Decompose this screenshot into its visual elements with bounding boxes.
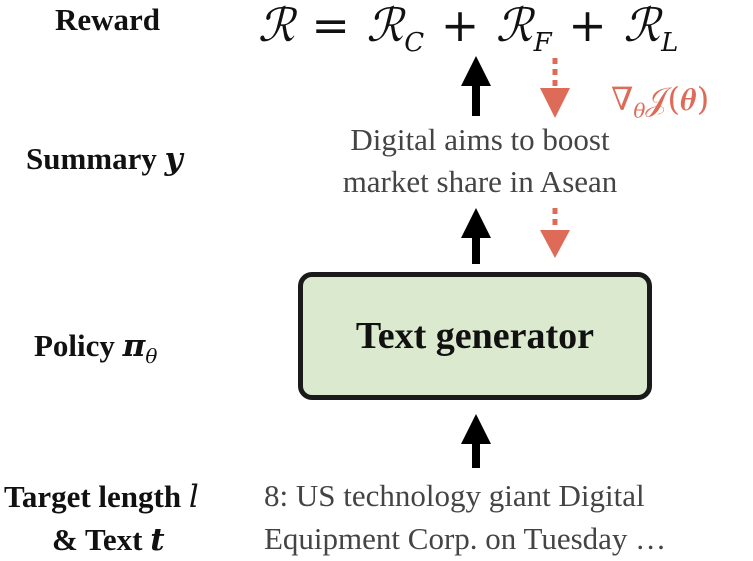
arrow-input-to-generator [461,414,491,468]
policy-label: Policy πθ [34,328,158,369]
input-text-line-2: Equipment Corp. on Tuesday … [264,521,667,556]
gradient-arrow-reward-to-summary [540,58,570,118]
text-variable: t [150,522,165,558]
summary-text-line-2: market share in Asean [342,164,618,199]
policy-subscript: θ [145,344,158,369]
summary-text-line-1: Digital aims to boost [350,122,610,157]
text-generator-label: Text generator [355,315,595,357]
arrow-generator-to-summary [461,208,491,264]
text-generator-box: Text generator [298,272,652,400]
reward-formula: ℛ = ℛC + ℛF + ℛL [258,0,680,59]
reward-label: Reward [55,2,161,37]
gradient-arrow-summary-to-generator [540,208,570,258]
text-label: & Text t [52,522,165,558]
summary-variable: y [164,141,183,177]
target-length-label: Target length l [4,479,199,515]
policy-gradient-label: ∇θ𝒥(𝜽) [611,80,710,123]
summary-label: Summary y [26,141,183,177]
arrow-summary-to-reward [461,56,491,116]
input-text-line-1: 8: US technology giant Digital [264,478,645,513]
target-length-variable: l [188,479,199,515]
policy-variable: π [122,328,146,364]
